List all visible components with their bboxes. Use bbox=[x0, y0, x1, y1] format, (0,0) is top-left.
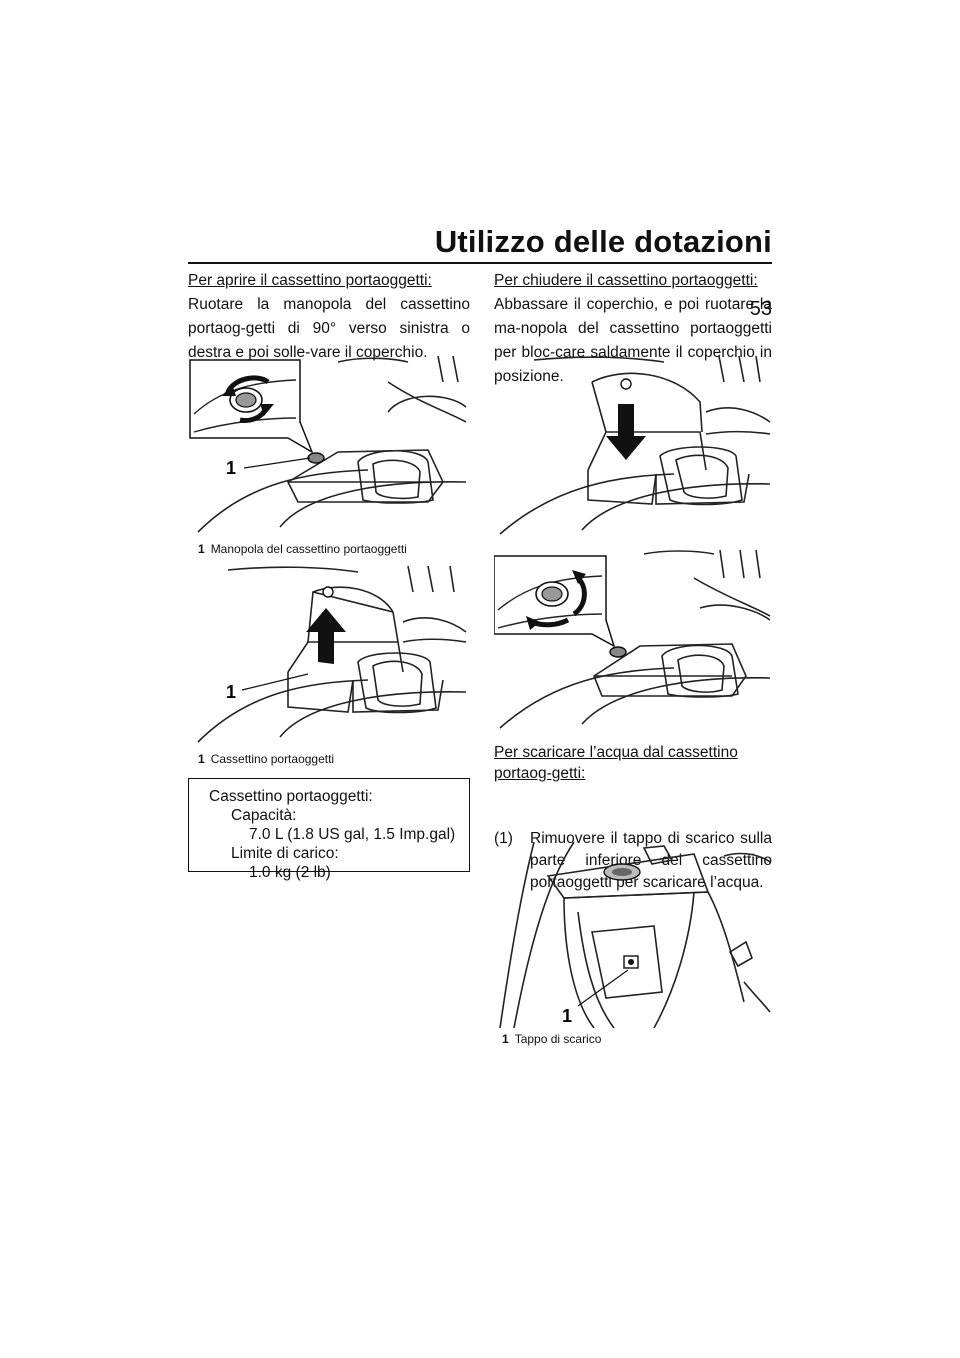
figure-storage-open: 1 bbox=[188, 562, 470, 748]
drain-heading: Per scaricare l’acqua dal cassettino por… bbox=[494, 744, 738, 782]
left-column: Per aprire il cassettino portaoggetti: R… bbox=[188, 270, 470, 365]
open-heading: Per aprire il cassettino portaoggetti: bbox=[188, 272, 432, 289]
callout-1: 1 bbox=[226, 458, 236, 478]
page-number: 53 bbox=[749, 298, 772, 320]
spec-load-label: Limite di carico: bbox=[231, 845, 339, 862]
storage-knob-illustration: 1 bbox=[189, 355, 467, 533]
storage-open-illustration: 1 bbox=[197, 565, 467, 743]
knob-icon bbox=[307, 452, 325, 464]
callout-1: 1 bbox=[226, 682, 236, 702]
figure-caption: 1 Cassettino portaoggetti bbox=[198, 752, 470, 766]
drain-section: Per scaricare l’acqua dal cassettino por… bbox=[494, 742, 772, 784]
page-title: Utilizzo delle dotazioni bbox=[434, 224, 772, 259]
header-rule bbox=[188, 262, 772, 264]
storage-closing-illustration bbox=[499, 355, 771, 535]
caption-number: 1 bbox=[198, 752, 205, 766]
inset-frame bbox=[494, 555, 607, 635]
figure-caption: 1 Manopola del cassettino portaoggetti bbox=[198, 542, 470, 556]
storage-lock-illustration bbox=[494, 549, 771, 729]
drain-plug-illustration: 1 bbox=[499, 842, 771, 1028]
lift-up-arrow-icon bbox=[306, 608, 346, 664]
close-instructions: Abbassare il coperchio, e poi ruotare la… bbox=[494, 296, 772, 385]
right-column: Per chiudere il cassettino portaoggetti:… bbox=[494, 270, 772, 389]
spec-capacity-label: Capacità: bbox=[231, 807, 297, 824]
figure-storage-lock bbox=[494, 548, 772, 734]
figure-caption: 1 Tappo di scarico bbox=[502, 1032, 772, 1046]
caption-number: 1 bbox=[502, 1032, 509, 1046]
figure-storage-closing bbox=[494, 352, 772, 540]
figure-drain-plug: 1 bbox=[494, 842, 772, 1028]
spec-load-value: 1.0 kg (2 lb) bbox=[249, 864, 331, 881]
spec-title: Cassettino portaoggetti: bbox=[209, 788, 373, 805]
figure-storage-knob: 1 bbox=[188, 352, 470, 538]
caption-text: Manopola del cassettino portaoggetti bbox=[210, 542, 407, 556]
spec-box: Cassettino portaoggetti: Capacità: 7.0 L… bbox=[188, 778, 470, 881]
step-number: (1) bbox=[494, 830, 513, 847]
caption-number: 1 bbox=[198, 542, 205, 556]
lower-down-arrow-icon bbox=[606, 404, 646, 460]
open-instructions: Ruotare la manopola del cassettino porta… bbox=[188, 296, 470, 361]
callout-1: 1 bbox=[562, 1006, 572, 1026]
knob-icon bbox=[609, 646, 627, 658]
caption-text: Cassettino portaoggetti bbox=[210, 752, 335, 766]
caption-text: Tappo di scarico bbox=[514, 1032, 602, 1046]
spec-capacity-value: 7.0 L (1.8 US gal, 1.5 Imp.gal) bbox=[249, 826, 456, 843]
close-heading: Per chiudere il cassettino portaoggetti: bbox=[494, 272, 758, 289]
